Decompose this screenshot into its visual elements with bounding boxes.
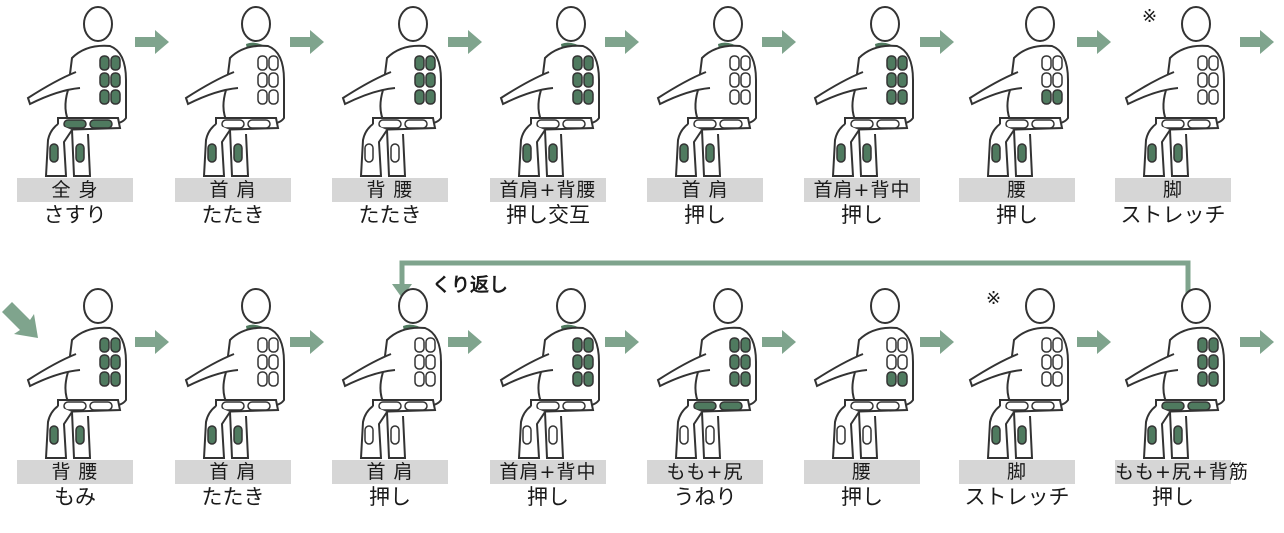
step-mode-label: ストレッチ xyxy=(964,485,1070,509)
repeat-label: くり返し xyxy=(432,274,509,296)
step-part-label: もも+尻 xyxy=(647,460,763,484)
course-step: 全 身さすり xyxy=(10,0,140,250)
seated-figure-icon xyxy=(26,288,127,459)
step-part-label: 首 肩 xyxy=(175,178,291,202)
step-mode-label: ストレッチ xyxy=(1120,203,1226,227)
repeat-loop-line xyxy=(399,260,1191,295)
course-step: 首 肩押し xyxy=(640,0,770,250)
course-step: 背 腰たたき xyxy=(325,0,455,250)
seated-figure-icon xyxy=(499,6,600,177)
seated-figure-icon xyxy=(184,6,285,177)
step-part-label: 腰 xyxy=(959,178,1075,202)
step-mode-label: 押し交互 xyxy=(506,203,590,227)
step-part-label: 背 腰 xyxy=(17,460,133,484)
flow-arrow-icon xyxy=(605,30,639,54)
flow-arrow-icon xyxy=(1077,30,1111,54)
seated-figure-icon xyxy=(968,6,1069,177)
seated-figure-icon xyxy=(1124,288,1225,459)
flow-arrow-icon xyxy=(1240,30,1274,54)
step-part-label: 首肩+背腰 xyxy=(490,178,606,202)
seated-figure-icon xyxy=(26,6,127,177)
step-part-label: 首肩+背中 xyxy=(804,178,920,202)
course-step: 首 肩たたき xyxy=(168,282,298,532)
step-mode-label: たたき xyxy=(201,485,265,509)
seated-figure-icon xyxy=(656,6,757,177)
course-step: 背 腰もみ xyxy=(10,282,140,532)
course-step: 脚ストレッチ ※ xyxy=(1108,0,1238,250)
step-part-label: 腰 xyxy=(804,460,920,484)
course-step: 腰押し xyxy=(797,282,927,532)
step-mode-label: もみ xyxy=(54,485,96,509)
step-mode-label: 押し xyxy=(684,203,726,227)
flow-arrow-icon xyxy=(762,330,796,354)
seated-figure-icon xyxy=(499,288,600,459)
step-mode-label: 押し xyxy=(841,203,883,227)
note-mark: ※ xyxy=(986,288,1002,309)
step-part-label: もも+尻+背筋 xyxy=(1115,460,1249,484)
step-part-label: 首 肩 xyxy=(175,460,291,484)
seated-figure-icon xyxy=(656,288,757,459)
seated-figure-icon xyxy=(813,6,914,177)
flow-arrow-icon xyxy=(448,30,482,54)
step-mode-label: うねり xyxy=(673,485,737,509)
flow-arrow-icon xyxy=(1077,330,1111,354)
step-part-label: 首肩+背中 xyxy=(490,460,606,484)
seated-figure-icon xyxy=(341,288,442,459)
seated-figure-icon xyxy=(1124,6,1225,177)
step-part-label: 全 身 xyxy=(17,178,133,202)
step-mode-label: 押し xyxy=(1152,485,1194,509)
step-mode-label: 押し xyxy=(369,485,411,509)
step-mode-label: さすり xyxy=(43,203,107,227)
flow-arrow-icon xyxy=(290,30,324,54)
step-part-label: 脚 xyxy=(959,460,1075,484)
step-part-label: 首 肩 xyxy=(332,460,448,484)
flow-arrow-icon xyxy=(290,330,324,354)
seated-figure-icon xyxy=(813,288,914,459)
step-mode-label: 押し xyxy=(527,485,569,509)
step-mode-label: たたき xyxy=(201,203,265,227)
flow-arrow-icon xyxy=(605,330,639,354)
course-step: 首肩+背中押し xyxy=(483,282,613,532)
step-part-label: 脚 xyxy=(1115,178,1231,202)
step-part-label: 背 腰 xyxy=(332,178,448,202)
course-step: 脚ストレッチ ※ xyxy=(952,282,1082,532)
flow-arrow-icon xyxy=(135,30,169,54)
flow-arrow-icon xyxy=(135,330,169,354)
flow-arrow-diagonal-icon xyxy=(2,302,38,338)
flow-arrow-icon xyxy=(762,30,796,54)
seated-figure-icon xyxy=(184,288,285,459)
course-step: 首肩+背腰押し交互 xyxy=(483,0,613,250)
step-mode-label: 押し xyxy=(996,203,1038,227)
flow-arrow-icon xyxy=(448,330,482,354)
flow-arrow-icon xyxy=(1240,330,1274,354)
flow-arrow-icon xyxy=(920,30,954,54)
course-step: 首肩+背中押し xyxy=(797,0,927,250)
flow-arrow-icon xyxy=(920,330,954,354)
course-step: もも+尻うねり xyxy=(640,282,770,532)
step-mode-label: たたき xyxy=(358,203,422,227)
course-step: 腰押し xyxy=(952,0,1082,250)
course-step: もも+尻+背筋押し xyxy=(1108,282,1249,532)
course-step: 首 肩たたき xyxy=(168,0,298,250)
step-part-label: 首 肩 xyxy=(647,178,763,202)
seated-figure-icon xyxy=(341,6,442,177)
note-mark: ※ xyxy=(1142,6,1158,27)
course-step: 首 肩押し xyxy=(325,282,455,532)
step-mode-label: 押し xyxy=(841,485,883,509)
seated-figure-icon xyxy=(968,288,1069,459)
repeat-arrowhead-icon xyxy=(392,284,412,298)
